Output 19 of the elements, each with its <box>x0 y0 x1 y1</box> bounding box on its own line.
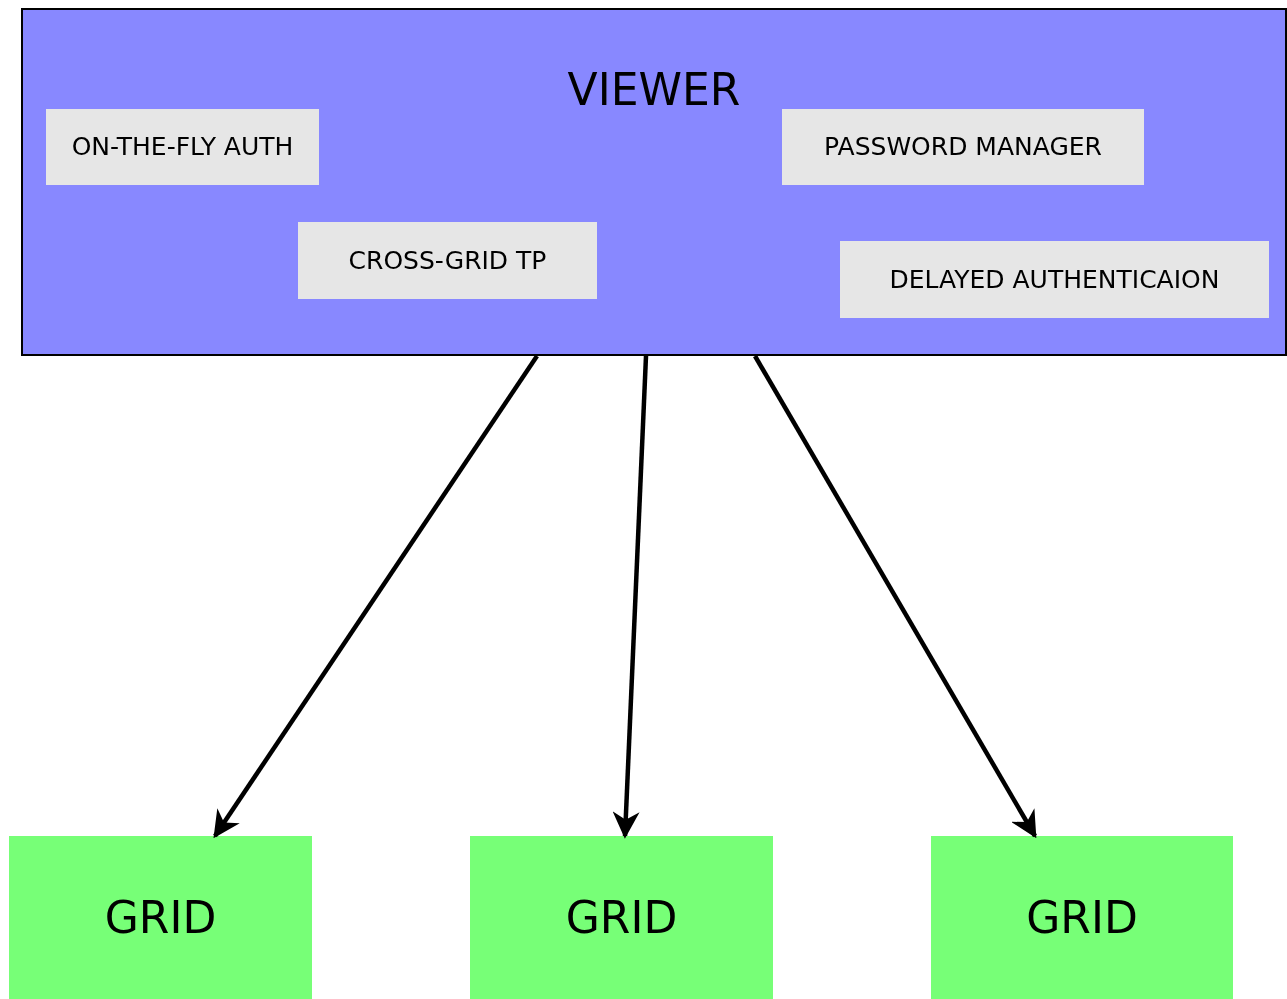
grid-box <box>931 836 1233 999</box>
box-label: CROSS-GRID TP <box>348 244 547 277</box>
arrow <box>753 354 1037 839</box>
viewer-panel <box>21 8 1287 356</box>
feature-box <box>46 109 319 185</box>
box-label: GRID <box>104 891 217 945</box>
feature-box <box>840 241 1269 318</box>
box-label: PASSWORD MANAGER <box>824 131 1102 163</box>
panel-title: VIEWER <box>566 63 742 117</box>
arrow <box>213 354 539 839</box>
box-label: DELAYED AUTHENTICAION <box>889 263 1220 296</box>
feature-box <box>782 109 1144 185</box>
box-label: ON-THE-FLY AUTH <box>71 131 294 163</box>
box-label: GRID <box>1026 891 1138 945</box>
grid-box <box>9 836 312 999</box>
arrow <box>612 355 649 839</box>
grid-box <box>470 836 773 999</box>
feature-box <box>298 222 597 299</box>
box-label: GRID <box>565 891 678 945</box>
